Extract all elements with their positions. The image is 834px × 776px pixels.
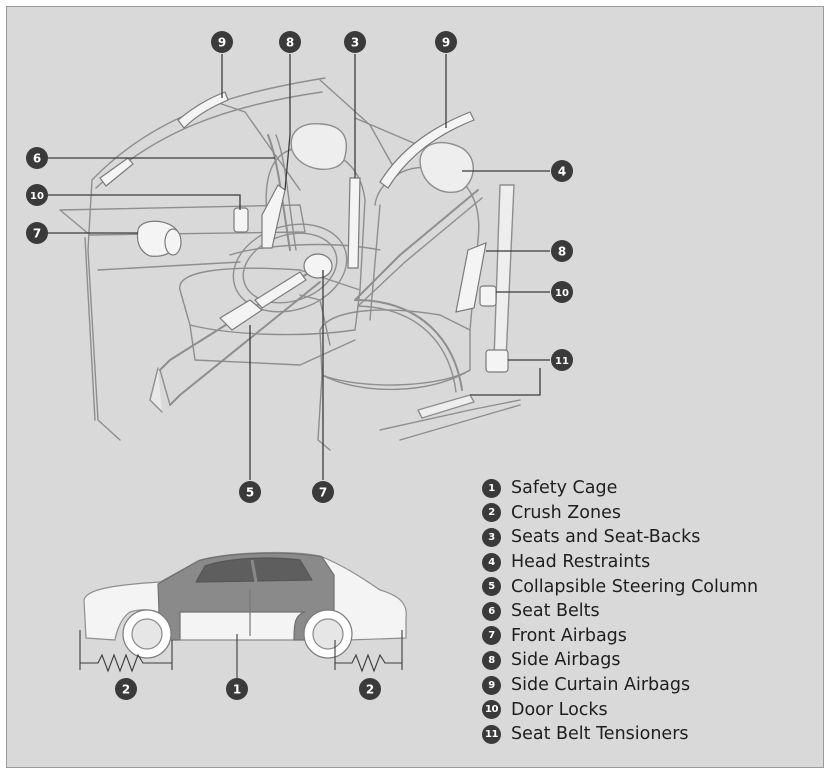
steering-column-block xyxy=(219,299,264,331)
legend-number-badge: 8 xyxy=(482,650,501,670)
door-lock-right xyxy=(479,285,497,307)
door-lock-left xyxy=(233,207,249,233)
curtain-airbag-right xyxy=(379,111,475,189)
steering-airbag xyxy=(303,253,333,279)
legend-label: Seat Belt Tensioners xyxy=(511,724,689,745)
svg-text:6: 6 xyxy=(33,152,41,166)
callout-3: 3 xyxy=(344,31,366,53)
legend-label: Front Airbags xyxy=(511,625,627,646)
svg-text:7: 7 xyxy=(319,486,327,500)
legend-item: 6 Seat Belts xyxy=(482,599,822,624)
legend-number-badge: 2 xyxy=(482,503,501,523)
callout-6: 6 xyxy=(26,147,48,169)
legend: 1 Safety Cage 2 Crush Zones 3 Seats and Sea… xyxy=(482,476,822,747)
legend-label: Side Curtain Airbags xyxy=(511,675,691,696)
callout-8-top: 8 xyxy=(279,31,301,53)
legend-number-badge: 5 xyxy=(482,577,501,597)
legend-item: 1 Safety Cage xyxy=(482,476,822,501)
interior-illustration xyxy=(59,77,521,451)
legend-item: 11 Seat Belt Tensioners xyxy=(482,722,822,747)
legend-label: Door Locks xyxy=(511,699,608,720)
svg-text:1: 1 xyxy=(233,683,241,697)
svg-text:10: 10 xyxy=(555,288,569,299)
callout-4: 4 xyxy=(551,160,573,182)
seat-belt-tensioner xyxy=(485,349,509,373)
callout-11: 11 xyxy=(551,349,573,371)
svg-text:3: 3 xyxy=(351,36,359,50)
svg-text:2: 2 xyxy=(366,683,374,697)
callout-2-left: 2 xyxy=(115,678,137,700)
legend-item: 3 Seats and Seat-Backs xyxy=(482,525,822,550)
svg-text:2: 2 xyxy=(122,683,130,697)
callout-lines xyxy=(48,54,550,480)
legend-number-badge: 7 xyxy=(482,626,501,646)
svg-text:8: 8 xyxy=(558,245,566,259)
seatback-strip-left xyxy=(347,177,361,269)
legend-label: Safety Cage xyxy=(511,478,618,499)
svg-text:11: 11 xyxy=(555,356,569,367)
crush-zone-markers xyxy=(79,630,403,678)
svg-text:8: 8 xyxy=(286,36,294,50)
callout-10-right: 10 xyxy=(551,281,573,303)
legend-number-badge: 6 xyxy=(482,601,501,621)
svg-text:7: 7 xyxy=(33,227,41,241)
legend-number-badge: 3 xyxy=(482,527,501,547)
callout-5: 5 xyxy=(239,481,261,503)
highlighted-components xyxy=(99,91,509,373)
callout-1: 1 xyxy=(226,678,248,700)
legend-label: Side Airbags xyxy=(511,650,621,671)
svg-text:10: 10 xyxy=(30,191,44,202)
callout-10-left: 10 xyxy=(26,184,48,206)
legend-item: 9 Side Curtain Airbags xyxy=(482,673,822,698)
svg-text:9: 9 xyxy=(442,36,450,50)
front-airbag-passenger xyxy=(136,220,182,257)
legend-number-badge: 9 xyxy=(482,675,501,695)
car-side-view xyxy=(83,551,407,659)
legend-number-badge: 1 xyxy=(482,478,501,498)
callout-7-bottom: 7 xyxy=(312,481,334,503)
callout-badges: 9 8 3 9 6 10 7 4 8 10 11 5 7 2 1 2 xyxy=(26,31,573,700)
legend-item: 2 Crush Zones xyxy=(482,501,822,526)
callout-8-right: 8 xyxy=(551,240,573,262)
legend-number-badge: 4 xyxy=(482,552,501,572)
legend-label: Seats and Seat-Backs xyxy=(511,527,701,548)
svg-text:5: 5 xyxy=(246,486,254,500)
callout-9-right: 9 xyxy=(435,31,457,53)
seat-belt-left-strip xyxy=(99,157,134,187)
curtain-airbag-left xyxy=(177,91,229,129)
callout-7-left: 7 xyxy=(26,222,48,244)
legend-item: 4 Head Restraints xyxy=(482,550,822,575)
legend-label: Collapsible Steering Column xyxy=(511,576,759,597)
legend-number-badge: 11 xyxy=(482,724,501,744)
callout-2-right: 2 xyxy=(359,678,381,700)
legend-item: 5 Collapsible Steering Column xyxy=(482,574,822,599)
side-airbag-left xyxy=(261,184,286,249)
legend-label: Head Restraints xyxy=(511,552,651,573)
legend-item: 8 Side Airbags xyxy=(482,648,822,673)
svg-text:4: 4 xyxy=(558,165,566,179)
side-airbag-right xyxy=(455,242,487,313)
legend-item: 10 Door Locks xyxy=(482,697,822,722)
legend-label: Seat Belts xyxy=(511,601,600,622)
legend-item: 7 Front Airbags xyxy=(482,624,822,649)
legend-number-badge: 10 xyxy=(482,700,501,720)
callout-9-left: 9 xyxy=(211,31,233,53)
svg-text:9: 9 xyxy=(218,36,226,50)
legend-label: Crush Zones xyxy=(511,502,621,523)
